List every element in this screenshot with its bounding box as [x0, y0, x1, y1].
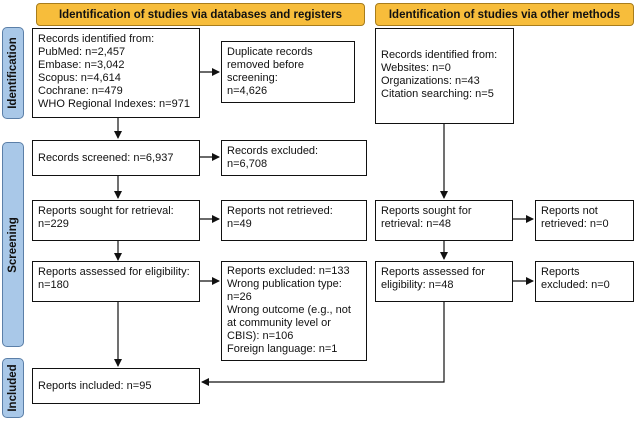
reports-sought-box: Reports sought for retrieval: n=229	[32, 200, 200, 241]
other-reports-not-retrieved-box: Reports not retrieved: n=0	[535, 200, 634, 241]
reports-assessed-box: Reports assessed for eligibility: n=180	[32, 261, 200, 302]
records-screened-box: Records screened: n=6,937	[32, 140, 200, 176]
reports-included-box: Reports included: n=95	[32, 368, 200, 404]
duplicates-removed-box: Duplicate records removed before screeni…	[221, 41, 355, 103]
records-identified-box: Records identified from: PubMed: n=2,457…	[32, 28, 200, 118]
included-phase-label: Included	[2, 358, 24, 418]
reports-excluded-box: Reports excluded: n=133 Wrong publicatio…	[221, 261, 367, 361]
reports-not-retrieved-box: Reports not retrieved: n=49	[221, 200, 367, 241]
arrow-other-assessed-to-included	[201, 302, 445, 386]
other-reports-sought-box: Reports sought for retrieval: n=48	[375, 200, 513, 241]
records-excluded-box: Records excluded: n=6,708	[221, 140, 367, 176]
databases-header: Identification of studies via databases …	[36, 3, 365, 26]
screening-phase-label: Screening	[2, 142, 24, 347]
other-methods-header: Identification of studies via other meth…	[375, 3, 634, 26]
other-reports-assessed-box: Reports assessed for eligibility: n=48	[375, 261, 513, 302]
other-records-identified-box: Records identified from: Websites: n=0 O…	[375, 28, 514, 124]
other-reports-excluded-box: Reports excluded: n=0	[535, 261, 634, 302]
identification-phase-label: Identification	[2, 27, 24, 119]
